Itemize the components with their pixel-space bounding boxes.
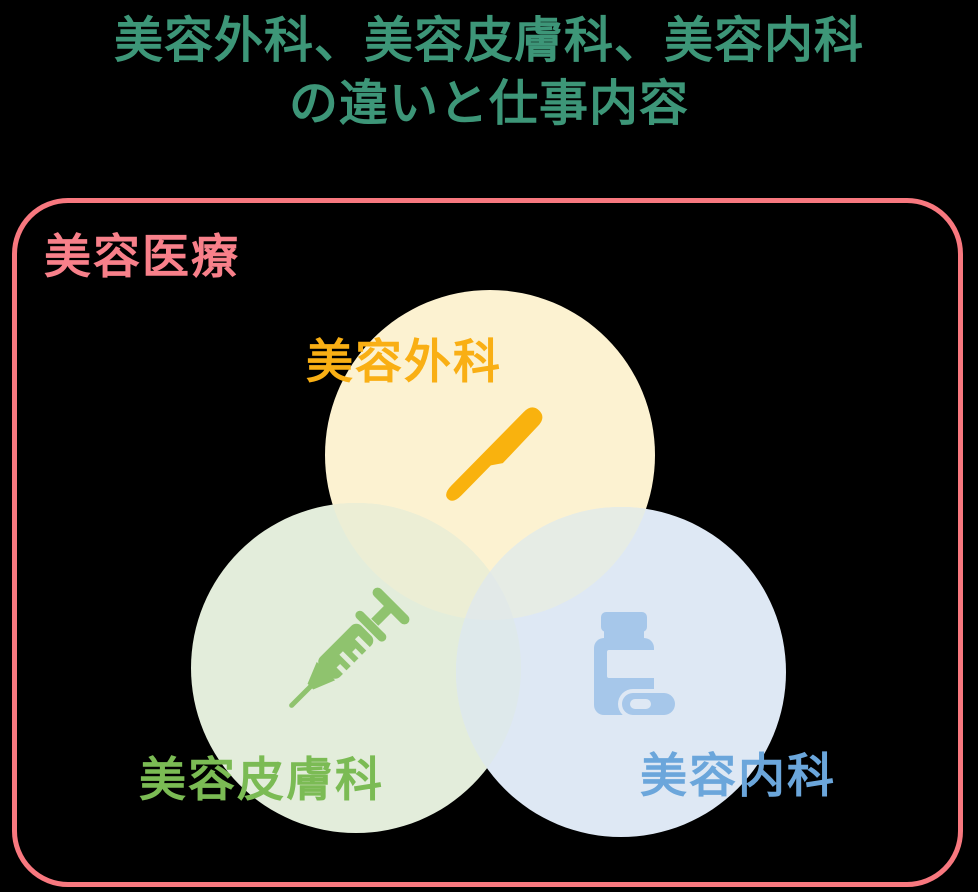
syringe-tick: [339, 651, 355, 667]
scalpel-icon: [446, 407, 543, 501]
syringe-tick: [336, 663, 348, 675]
page-title-line2: の違いと仕事内容: [288, 77, 689, 131]
syringe-tick: [352, 648, 363, 660]
bottle-label-window: [607, 650, 659, 678]
capsule-window: [630, 699, 651, 709]
overlap-surgery-dermatology: [325, 503, 521, 620]
label-cosmetic-surgery: 美容外科: [306, 335, 502, 388]
syringe-icon: [289, 587, 410, 708]
page-title: 美容外科、美容皮膚科、美容内科 の違いと仕事内容: [0, 10, 978, 136]
overlap-surgery-internal: [456, 507, 655, 620]
page-title-line1: 美容外科、美容皮膚科、美容内科: [113, 14, 864, 68]
frame-label: 美容医療: [44, 230, 240, 283]
label-cosmetic-internal: 美容内科: [640, 749, 836, 802]
pill-bottle-icon: [594, 612, 679, 719]
syringe-tick: [354, 635, 371, 652]
label-cosmetic-dermatology: 美容皮膚科: [139, 753, 384, 806]
beauty-medicine-frame: [12, 198, 963, 887]
